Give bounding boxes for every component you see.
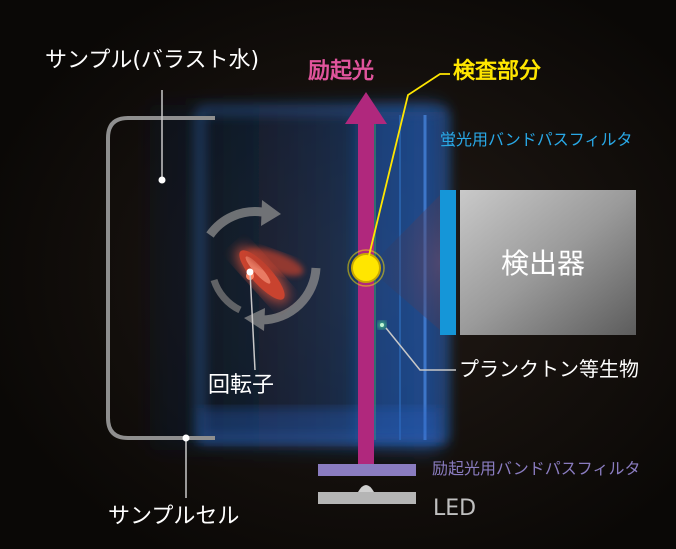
excitation-beam: [345, 92, 387, 468]
led-label: LED: [433, 496, 477, 521]
leader-dots: [158, 176, 254, 442]
leader-lines: [161, 90, 456, 498]
sample-label: サンプル(バラスト水): [45, 48, 260, 73]
plankton-label: プランクトン等生物: [459, 357, 639, 381]
sample-bracket: [106, 116, 215, 440]
detection-cone: [368, 195, 440, 330]
detector-label: 検出器: [501, 247, 586, 280]
detector-box: [460, 190, 636, 335]
inspection-area-label: 検査部分: [453, 59, 542, 84]
rotor-label: 回転子: [208, 373, 275, 398]
circular-arrows-icon: [206, 200, 321, 331]
excitation-light-label: 励起光: [308, 59, 375, 84]
excitation-filter-label: 励起光用バンドパスフィルタ: [432, 459, 641, 478]
inspection-leader-line: [365, 73, 450, 269]
excitation-arrow-icon: [345, 92, 387, 124]
led-graphic: [318, 485, 416, 504]
fluorescence-filter-bar: [440, 190, 456, 335]
fluorescence-filter-label: 蛍光用バンドパスフィルタ: [440, 130, 633, 149]
rotor-graphic: [236, 246, 304, 304]
plankton-particle: [378, 321, 386, 329]
sample-cell-label: サンプルセル: [108, 504, 240, 529]
excitation-filter-bar: [318, 464, 416, 476]
